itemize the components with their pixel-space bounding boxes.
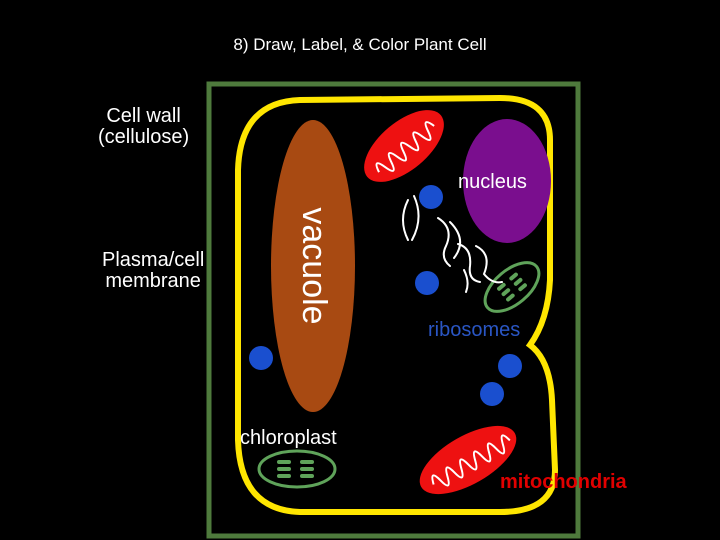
cell-wall-label: Cell wall (cellulose) (98, 106, 189, 148)
chloroplast-label: chloroplast (240, 427, 337, 449)
ribosome (249, 346, 273, 370)
ribosome (498, 354, 522, 378)
chloroplast-bottom (257, 449, 337, 489)
ribosome (415, 271, 439, 295)
ribosome (480, 382, 504, 406)
vacuole-label: vacuole (294, 207, 333, 325)
plasma-membrane (235, 94, 559, 515)
vacuole (271, 120, 355, 412)
endoplasmic-reticulum (402, 195, 503, 293)
plasma-label-line2: membrane (105, 270, 201, 292)
plasma-membrane-label: Plasma/cell membrane (102, 250, 204, 292)
nucleus-label: nucleus (458, 171, 527, 193)
chloroplast-right (483, 261, 541, 313)
cell-wall-label-line1: Cell wall (106, 105, 181, 127)
mitochondria-label: mitochondria (500, 471, 627, 493)
nucleus (463, 119, 551, 243)
ribosome (419, 185, 443, 209)
mitochondrion-bottom (419, 425, 517, 495)
ribosomes-label: ribosomes (428, 319, 521, 341)
slide-title: 8) Draw, Label, & Color Plant Cell (233, 35, 487, 54)
cell-wall-label-line2: (cellulose) (98, 126, 190, 148)
cell-wall (206, 81, 581, 539)
plasma-label-line1: Plasma/cell (102, 249, 205, 271)
mitochondrion-top (364, 110, 444, 182)
